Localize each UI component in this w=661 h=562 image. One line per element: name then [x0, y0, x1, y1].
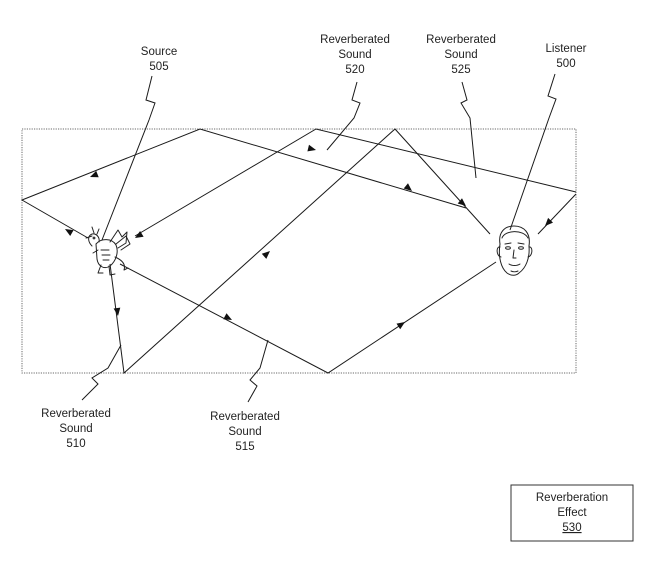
- room-boundary: [21, 128, 577, 374]
- effect-label-line1: Reverberation: [536, 492, 608, 504]
- leader-sound-520: [326, 81, 361, 151]
- leader-sound-525: [460, 81, 477, 179]
- sound-515-label-line1: Reverberated: [210, 411, 280, 423]
- arrowhead: [113, 307, 121, 316]
- sound-520-label-line2: Sound: [338, 49, 371, 61]
- arrowhead: [457, 198, 466, 206]
- leader-sound-510: [81, 344, 122, 401]
- sound-path-510: [109, 128, 491, 375]
- leader-source-505: [101, 75, 156, 241]
- reverberation-effect-box: Reverberation Effect 530: [510, 484, 634, 542]
- listener-label: Listener: [546, 43, 587, 55]
- arrowhead: [223, 313, 232, 320]
- source-label: Source: [141, 46, 177, 58]
- arrowhead: [307, 144, 316, 152]
- sound-510-label-line1: Reverberated: [41, 408, 111, 420]
- leader-sound-515: [247, 339, 269, 403]
- sound-path-515: [119, 261, 497, 374]
- arrowhead: [396, 322, 405, 330]
- arrowhead: [90, 170, 99, 178]
- effect-label-line2: Effect: [557, 507, 587, 519]
- sound-path-upper-left: [20, 128, 467, 239]
- arrowhead: [135, 231, 144, 238]
- sound-515-label-line2: Sound: [228, 426, 261, 438]
- sound-520-ref: 520: [345, 64, 364, 76]
- arrowhead: [545, 217, 553, 226]
- effect-ref: 530: [562, 522, 581, 534]
- sound-525-ref: 525: [451, 64, 470, 76]
- source-ref: 505: [149, 61, 168, 73]
- sound-510-ref: 510: [66, 438, 85, 450]
- sound-path-direct-listener: [537, 193, 577, 235]
- leader-listener-500: [509, 73, 557, 231]
- sound-510-label-line2: Sound: [59, 423, 92, 435]
- arrowhead: [403, 183, 412, 191]
- arrowheads: [65, 144, 553, 330]
- dragon-icon: [85, 226, 131, 276]
- arrowhead: [65, 229, 74, 236]
- sound-515-ref: 515: [235, 441, 254, 453]
- sound-525-label-line1: Reverberated: [426, 34, 496, 46]
- listener-face-icon: [496, 225, 533, 276]
- sound-525-label-line2: Sound: [444, 49, 477, 61]
- sound-path-direct-top: [134, 128, 577, 237]
- sound-520-label-line1: Reverberated: [320, 34, 390, 46]
- listener-ref: 500: [556, 58, 575, 70]
- arrowhead: [261, 251, 270, 259]
